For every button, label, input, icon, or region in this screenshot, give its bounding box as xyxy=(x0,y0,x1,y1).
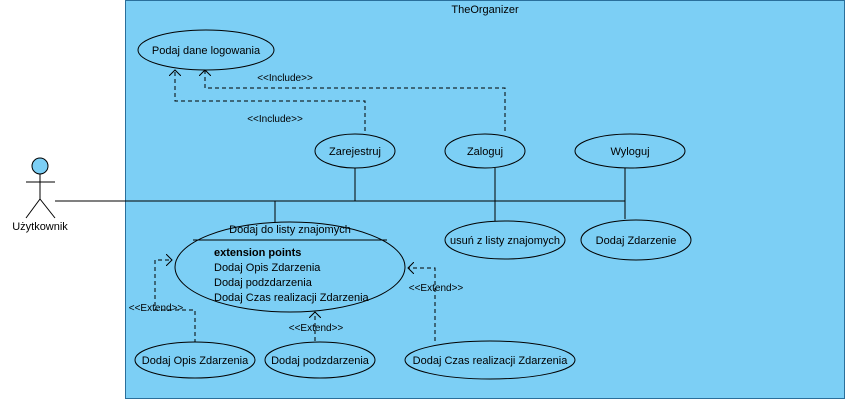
include-label-zarejestruj: <<Include>> xyxy=(247,114,303,125)
use-case-label: Wyloguj xyxy=(610,146,649,158)
extension-point-item: Dodaj Czas realizacji Zdarzenia xyxy=(214,292,370,304)
system-title: TheOrganizer xyxy=(451,4,519,16)
extend-label-czas: <<Extend>> xyxy=(409,283,464,294)
include-relations xyxy=(175,70,506,131)
use-case-label: Podaj dane logowania xyxy=(152,45,261,57)
include-arrow-zaloguj xyxy=(205,70,506,131)
use-case-label: Dodaj podzdarzenia xyxy=(271,355,370,367)
use-case-wyloguj[interactable]: Wyloguj xyxy=(574,133,686,169)
actor-name: Użytkownik xyxy=(12,221,68,233)
use-case-label: Dodaj Czas realizacji Zdarzenia xyxy=(413,355,569,367)
include-label-zaloguj: <<Include>> xyxy=(257,73,313,84)
association-lines xyxy=(55,168,626,222)
use-case-zaloguj[interactable]: Zaloguj xyxy=(444,133,526,169)
use-case-dodaj-opis-zdarzenia[interactable]: Dodaj Opis Zdarzenia xyxy=(134,341,256,379)
extend-label-podzdarzenia: <<Extend>> xyxy=(289,323,344,334)
use-case-label: Dodaj do listy znajomych xyxy=(229,224,351,236)
extension-point-item: Dodaj Opis Zdarzenia xyxy=(214,262,321,274)
use-case-dodaj-czas-realizacji[interactable]: Dodaj Czas realizacji Zdarzenia xyxy=(404,340,576,380)
use-case-zarejestruj[interactable]: Zarejestruj xyxy=(314,133,396,169)
extension-points-heading: extension points xyxy=(214,247,301,259)
use-case-dodaj-do-listy-znajomych[interactable]: Dodaj do listy znajomych extension point… xyxy=(174,221,406,313)
include-arrow-zarejestruj xyxy=(175,70,366,131)
extend-label-opis: <<Extend>> xyxy=(129,303,184,314)
extend-relations xyxy=(154,260,436,343)
actor-right-leg xyxy=(39,198,56,219)
use-case-usun-z-listy-znajomych[interactable]: usuń z listy znajomych xyxy=(444,220,566,260)
actor-uzytkownik[interactable]: Użytkownik xyxy=(12,157,68,233)
extend-arrow-opis xyxy=(154,260,196,343)
extension-point-item: Dodaj podzdarzenia xyxy=(214,277,313,289)
use-case-dodaj-podzdarzenia[interactable]: Dodaj podzdarzenia xyxy=(264,341,376,379)
use-case-label: usuń z listy znajomych xyxy=(450,235,560,247)
extend-arrow-czas xyxy=(408,268,436,341)
use-case-dodaj-zdarzenie[interactable]: Dodaj Zdarzenie xyxy=(580,219,692,261)
actor-head xyxy=(31,157,49,175)
actor-left-leg xyxy=(25,198,41,219)
use-case-podaj-dane-logowania[interactable]: Podaj dane logowania xyxy=(137,29,275,71)
use-case-label: Zaloguj xyxy=(467,146,503,158)
use-case-label: Dodaj Zdarzenie xyxy=(596,235,677,247)
use-case-label: Zarejestruj xyxy=(329,146,381,158)
use-case-label: Dodaj Opis Zdarzenia xyxy=(142,355,249,367)
